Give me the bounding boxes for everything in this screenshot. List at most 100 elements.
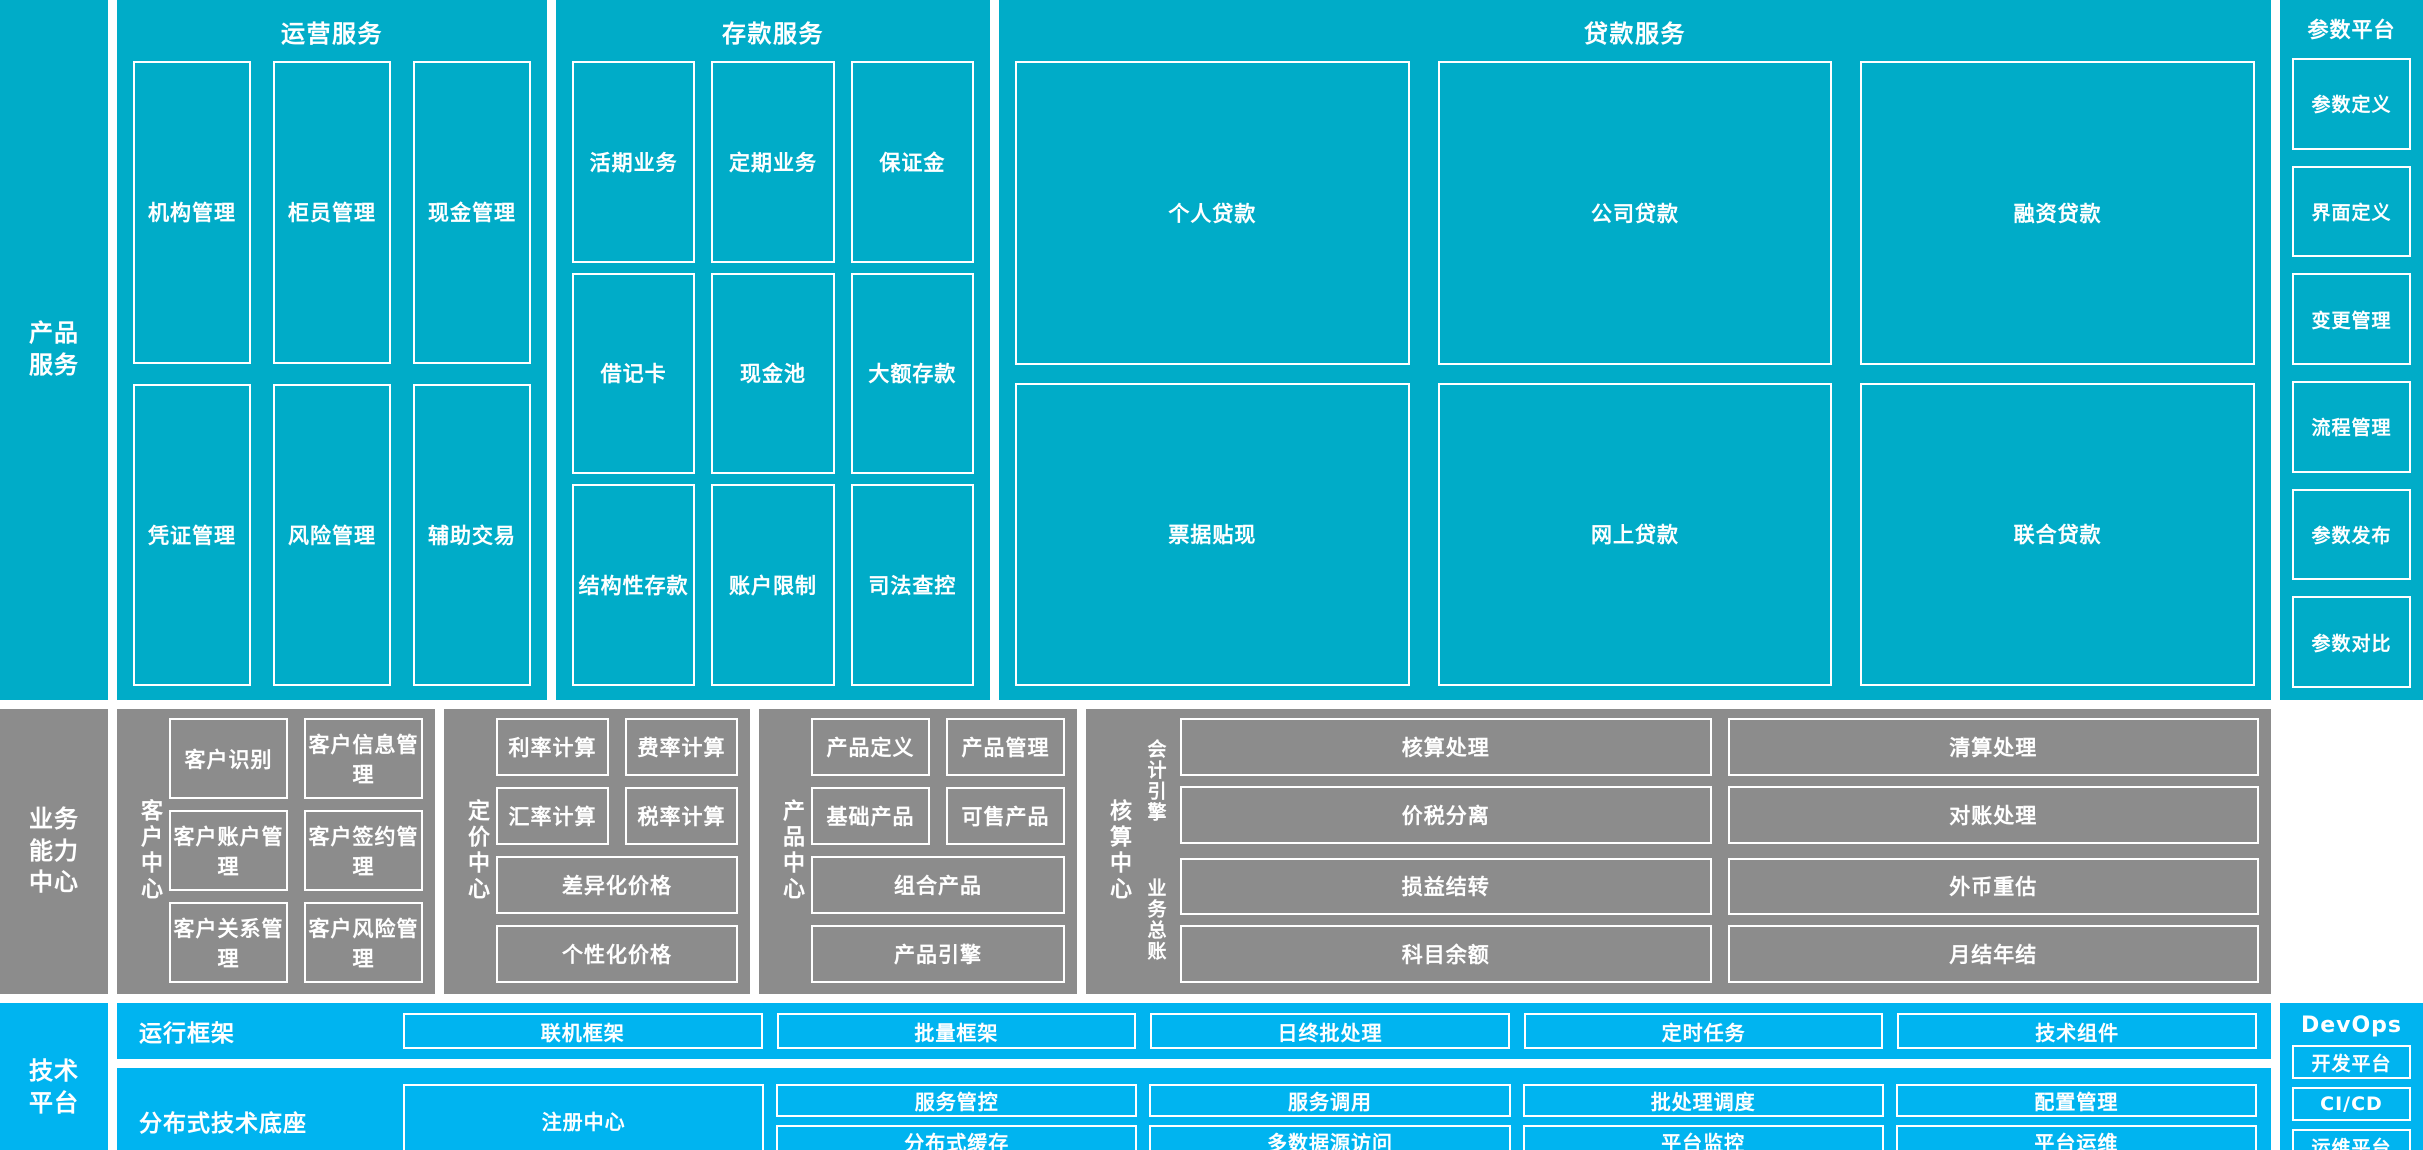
service-tile[interactable]: 风险管理 bbox=[273, 384, 391, 687]
capability-row: 客户识别 客户信息管理 bbox=[169, 718, 423, 799]
capability-tile[interactable]: 损益结转 bbox=[1180, 858, 1712, 916]
service-tile[interactable]: 保证金 bbox=[851, 61, 974, 263]
capability-tile[interactable]: 费率计算 bbox=[625, 718, 738, 776]
layer-product-services: 产品服务 运营服务 机构管理 柜员管理 现金管理 凭证管理 风险管理 辅助交易 … bbox=[0, 0, 2423, 700]
capability-tile[interactable]: 对账处理 bbox=[1728, 786, 2260, 844]
tech-tile[interactable]: 批处理调度 bbox=[1523, 1084, 1884, 1117]
service-tile[interactable]: 借记卡 bbox=[572, 273, 695, 475]
group-label-pricing-center: 定价中心 bbox=[456, 718, 496, 983]
capability-row: 产品定义 产品管理 bbox=[811, 718, 1065, 776]
param-tile[interactable]: 参数发布 bbox=[2292, 489, 2411, 581]
tech-column: 服务调用 多数据源访问 bbox=[1149, 1084, 1510, 1150]
tech-tile[interactable]: 注册中心 bbox=[403, 1084, 764, 1150]
tech-tile[interactable]: 分布式缓存 bbox=[776, 1125, 1137, 1150]
group-pricing-center: 定价中心 利率计算 费率计算 汇率计算 税率计算 差异化价格 个性化价格 bbox=[444, 709, 750, 994]
capability-tile[interactable]: 利率计算 bbox=[496, 718, 609, 776]
tech-tile[interactable]: 平台运维 bbox=[1896, 1125, 2257, 1150]
service-tile[interactable]: 结构性存款 bbox=[572, 484, 695, 686]
capability-tile[interactable]: 组合产品 bbox=[811, 856, 1065, 914]
rail-technical-platform: 技术平台 bbox=[0, 1003, 108, 1150]
capability-row: 价税分离 对账处理 bbox=[1180, 786, 2259, 844]
tech-tile[interactable]: 联机框架 bbox=[403, 1013, 763, 1049]
service-tile[interactable]: 融资贷款 bbox=[1860, 61, 2255, 365]
capability-tile[interactable]: 科目余额 bbox=[1180, 925, 1712, 983]
service-tile[interactable]: 机构管理 bbox=[133, 61, 251, 364]
service-tile[interactable]: 网上贷款 bbox=[1438, 383, 1833, 687]
capability-tile[interactable]: 基础产品 bbox=[811, 787, 930, 845]
tech-tile[interactable]: 日终批处理 bbox=[1150, 1013, 1510, 1049]
service-tile[interactable]: 现金池 bbox=[711, 273, 834, 475]
tech-column: 配置管理 平台运维 bbox=[1896, 1084, 2257, 1150]
capability-tile[interactable]: 产品定义 bbox=[811, 718, 930, 776]
group-body-accounting-center: 会计引擎 核算处理 清算处理 价税分离 对账处理 业务总账 bbox=[1138, 718, 2259, 983]
param-tile[interactable]: 界面定义 bbox=[2292, 166, 2411, 258]
capability-tile[interactable]: 客户账户管理 bbox=[169, 810, 288, 891]
group-body-customer-center: 客户识别 客户信息管理 客户账户管理 客户签约管理 客户关系管理 客户风险管理 bbox=[169, 718, 423, 983]
tech-tile[interactable]: 定时任务 bbox=[1524, 1013, 1884, 1049]
service-tile[interactable]: 辅助交易 bbox=[413, 384, 531, 687]
capability-tile[interactable]: 客户信息管理 bbox=[304, 718, 423, 799]
service-tile[interactable]: 个人贷款 bbox=[1015, 61, 1410, 365]
param-tile[interactable]: 流程管理 bbox=[2292, 381, 2411, 473]
panel-list-devops: 开发平台 CI/CD 运维平台 bbox=[2292, 1045, 2411, 1150]
capability-tile[interactable]: 月结年结 bbox=[1728, 925, 2260, 983]
service-tile[interactable]: 大额存款 bbox=[851, 273, 974, 475]
technical-platform-rows: 运行框架 联机框架 批量框架 日终批处理 定时任务 技术组件 分布式技术底座 注… bbox=[117, 1003, 2271, 1150]
group-operation-services: 运营服务 机构管理 柜员管理 现金管理 凭证管理 风险管理 辅助交易 bbox=[117, 0, 547, 700]
capability-tile[interactable]: 价税分离 bbox=[1180, 786, 1712, 844]
row-cells-runtime-framework: 联机框架 批量框架 日终批处理 定时任务 技术组件 bbox=[403, 1013, 2257, 1049]
service-tile[interactable]: 现金管理 bbox=[413, 61, 531, 364]
param-tile[interactable]: 参数定义 bbox=[2292, 58, 2411, 150]
row-distributed-foundation: 分布式技术底座 注册中心 服务管控 分布式缓存 服务调用 多数据源访问 批处理调… bbox=[117, 1068, 2271, 1150]
capability-tile[interactable]: 客户识别 bbox=[169, 718, 288, 799]
param-tile[interactable]: 变更管理 bbox=[2292, 273, 2411, 365]
tech-tile[interactable]: 配置管理 bbox=[1896, 1084, 2257, 1117]
param-tile[interactable]: 参数对比 bbox=[2292, 596, 2411, 688]
layer-business-capability: 业务能力中心 客户中心 客户识别 客户信息管理 客户账户管理 客户签约管理 客户… bbox=[0, 709, 2423, 994]
service-tile[interactable]: 票据贴现 bbox=[1015, 383, 1410, 687]
service-tile[interactable]: 活期业务 bbox=[572, 61, 695, 263]
tech-column: 批处理调度 平台监控 bbox=[1523, 1084, 1884, 1150]
group-label-product-center: 产品中心 bbox=[771, 718, 811, 983]
tech-tile[interactable]: 服务调用 bbox=[1149, 1084, 1510, 1117]
service-tile[interactable]: 定期业务 bbox=[711, 61, 834, 263]
service-tile[interactable]: 司法查控 bbox=[851, 484, 974, 686]
tech-tile[interactable]: 技术组件 bbox=[1897, 1013, 2257, 1049]
subgroup-label-accounting-engine: 会计引擎 bbox=[1138, 718, 1172, 844]
capability-tile[interactable]: 产品引擎 bbox=[811, 925, 1065, 983]
capability-tile[interactable]: 产品管理 bbox=[946, 718, 1065, 776]
service-tile[interactable]: 账户限制 bbox=[711, 484, 834, 686]
devops-tile[interactable]: 开发平台 bbox=[2292, 1045, 2411, 1079]
devops-tile[interactable]: 运维平台 bbox=[2292, 1129, 2411, 1150]
service-tile[interactable]: 柜员管理 bbox=[273, 61, 391, 364]
tech-tile[interactable]: 平台监控 bbox=[1523, 1125, 1884, 1150]
service-tile[interactable]: 凭证管理 bbox=[133, 384, 251, 687]
capability-row: 组合产品 bbox=[811, 856, 1065, 914]
service-tile[interactable]: 联合贷款 bbox=[1860, 383, 2255, 687]
capability-tile[interactable]: 客户关系管理 bbox=[169, 902, 288, 983]
rail-business-capability: 业务能力中心 bbox=[0, 709, 108, 994]
devops-tile[interactable]: CI/CD bbox=[2292, 1087, 2411, 1121]
capability-tile[interactable]: 外币重估 bbox=[1728, 858, 2260, 916]
capability-tile[interactable]: 客户签约管理 bbox=[304, 810, 423, 891]
capability-tile[interactable]: 核算处理 bbox=[1180, 718, 1712, 776]
row-cells-distributed-foundation: 注册中心 服务管控 分布式缓存 服务调用 多数据源访问 批处理调度 平台监控 bbox=[403, 1084, 2257, 1150]
row-runtime-framework: 运行框架 联机框架 批量框架 日终批处理 定时任务 技术组件 bbox=[117, 1003, 2271, 1059]
capability-tile[interactable]: 客户风险管理 bbox=[304, 902, 423, 983]
tech-tile[interactable]: 批量框架 bbox=[777, 1013, 1137, 1049]
capability-tile[interactable]: 汇率计算 bbox=[496, 787, 609, 845]
tech-tile[interactable]: 多数据源访问 bbox=[1149, 1125, 1510, 1150]
tech-tile[interactable]: 服务管控 bbox=[776, 1084, 1137, 1117]
capability-tile[interactable]: 个性化价格 bbox=[496, 925, 738, 983]
group-label-customer-center: 客户中心 bbox=[129, 718, 169, 983]
capability-tile[interactable]: 税率计算 bbox=[625, 787, 738, 845]
capability-tile[interactable]: 可售产品 bbox=[946, 787, 1065, 845]
service-tile[interactable]: 公司贷款 bbox=[1438, 61, 1833, 365]
panel-parameter-platform: 参数平台 参数定义 界面定义 变更管理 流程管理 参数发布 参数对比 bbox=[2280, 0, 2423, 700]
capability-tile[interactable]: 差异化价格 bbox=[496, 856, 738, 914]
capability-tile[interactable]: 清算处理 bbox=[1728, 718, 2260, 776]
row-label-distributed-foundation: 分布式技术底座 bbox=[131, 1104, 389, 1138]
capability-row: 利率计算 费率计算 bbox=[496, 718, 738, 776]
group-product-center: 产品中心 产品定义 产品管理 基础产品 可售产品 组合产品 产品引擎 bbox=[759, 709, 1077, 994]
capability-row: 个性化价格 bbox=[496, 925, 738, 983]
